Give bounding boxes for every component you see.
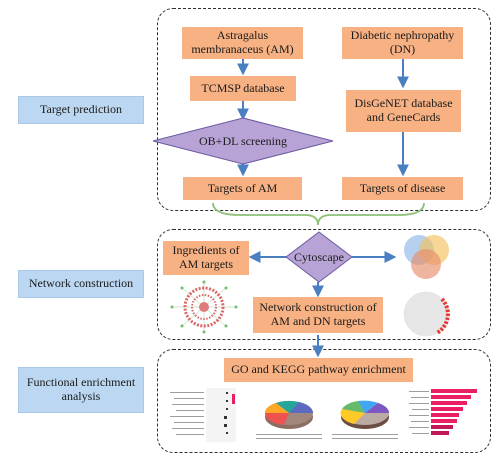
targets-disease-label: Targets of disease <box>359 180 446 195</box>
dot-plot-thumbnail <box>170 388 236 442</box>
cytoscape-label: Cytoscape <box>289 249 349 265</box>
am-label-line2: membranaceus (AM) <box>191 42 294 56</box>
stage-label: Network construction <box>28 276 134 291</box>
group-functional-enrichment <box>157 349 491 453</box>
radial-network-thumbnail <box>170 280 238 334</box>
network-box: Network construction of AM and DN target… <box>253 297 383 333</box>
pie-chart-thumbnail-1 <box>256 400 322 439</box>
am-label-line1: Astragalus <box>216 28 269 43</box>
screening-diamond <box>152 117 334 165</box>
ingredients-label-line2: AM targets <box>178 257 234 271</box>
ingredients-label-line1: Ingredients of <box>172 243 240 258</box>
targets-disease-box: Targets of disease <box>342 177 463 200</box>
disgenet-label-line1: DisGeNET database <box>354 96 453 111</box>
merge-brace <box>212 202 425 226</box>
disgenet-box: DisGeNET database and GeneCards <box>346 90 461 132</box>
stage-label: Target prediction <box>40 102 122 117</box>
tcmsp-label: TCMSP database <box>201 80 285 95</box>
group-network-construction <box>157 229 491 340</box>
dn-label-line2: (DN) <box>389 42 416 56</box>
am-box: Astragalus membranaceus (AM) <box>182 27 303 59</box>
screening-text: OB+DL screening <box>199 133 287 148</box>
network-label-line2: AM and DN targets <box>270 314 366 328</box>
go-kegg-box: GO and KEGG pathway enrichment <box>224 358 413 382</box>
network-label-line1: Network construction of <box>259 300 377 315</box>
bar-chart-thumbnail <box>409 389 477 435</box>
disgenet-label-line2: and GeneCards <box>366 110 441 124</box>
pie-chart-thumbnail-2 <box>332 400 398 439</box>
tcmsp-box: TCMSP database <box>190 76 296 101</box>
circular-network-thumbnail <box>403 291 450 337</box>
venn-diagram-thumbnail <box>404 235 449 279</box>
go-kegg-label: GO and KEGG pathway enrichment <box>231 362 406 377</box>
stage-target-prediction: Target prediction <box>18 96 144 124</box>
group-target-prediction <box>157 8 491 211</box>
dn-label-line1: Diabetic nephropathy <box>350 28 455 43</box>
dn-box: Diabetic nephropathy (DN) <box>342 27 463 59</box>
stage-network-construction: Network construction <box>18 270 144 298</box>
ingredients-box: Ingredients of AM targets <box>163 241 249 275</box>
screening-label: OB+DL screening <box>163 131 323 151</box>
stage-label-line1: Functional enrichment <box>26 375 136 390</box>
cytoscape-text: Cytoscape <box>294 249 344 264</box>
stage-label-line2: analysis <box>61 389 101 403</box>
targets-am-label: Targets of AM <box>207 180 278 195</box>
targets-am-box: Targets of AM <box>183 177 302 200</box>
cytoscape-diamond <box>285 231 353 283</box>
stage-functional-enrichment: Functional enrichment analysis <box>18 367 144 413</box>
